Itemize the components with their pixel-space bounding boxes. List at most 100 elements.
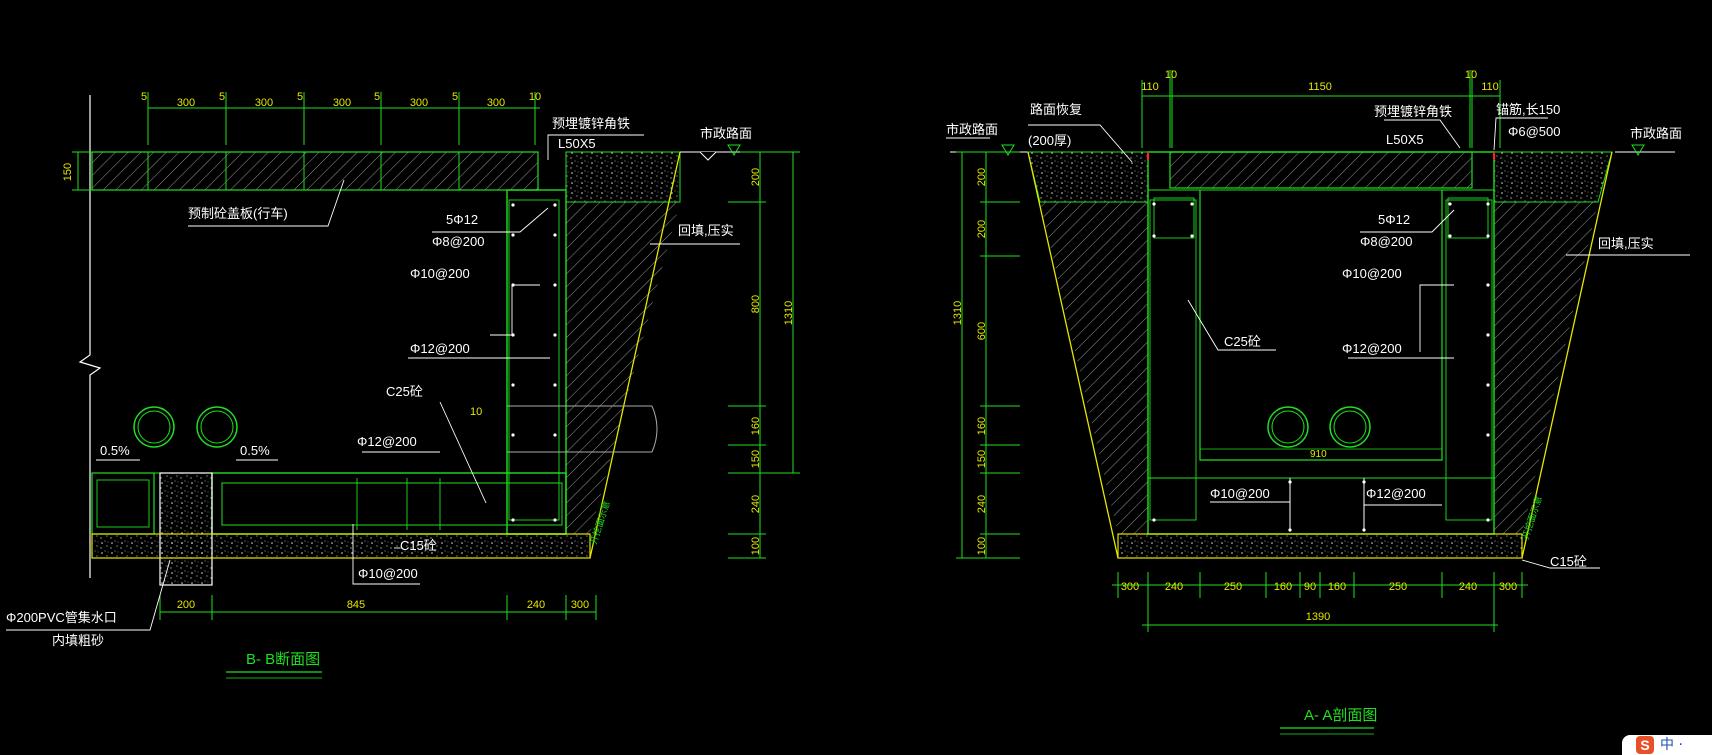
bb-drain-fill-label: 内填粗砂: [52, 633, 104, 648]
sogou-logo-icon: S: [1636, 736, 1654, 754]
bb-drain-label: Φ200PVC管集水口: [6, 610, 117, 625]
bb-right-dim: 240: [750, 495, 762, 513]
bb-total-dim: 1310: [783, 301, 795, 325]
aa-left-dim: 200: [976, 168, 988, 186]
aa-road-left-label: 市政路面: [946, 122, 998, 137]
bb-rebar-wall2-label: Φ12@200: [410, 341, 470, 356]
aa-angle-spec-label: L50X5: [1386, 132, 1424, 147]
bb-right-dim: 100: [750, 537, 762, 555]
backfill-zone: [566, 202, 680, 534]
aa-left-dim: 150: [976, 450, 988, 468]
aa-concrete-label: C25砼: [1224, 334, 1261, 349]
bb-right-dim: 200: [750, 168, 762, 186]
aa-rebar-b2-label: Φ12@200: [1366, 486, 1426, 501]
aa-bottom-dim: 300: [1121, 581, 1139, 593]
drain-box-left: [91, 472, 155, 535]
aa-rebar-b1-label: Φ10@200: [1210, 486, 1270, 501]
aa-title: A- A剖面图: [1304, 707, 1377, 724]
break-line: [78, 95, 102, 578]
bb-angle-spec-label: L50X5: [558, 136, 596, 151]
bb-backfill-label: 回填,压实: [678, 223, 734, 238]
aa-rebar-wall-label: Φ10@200: [1342, 266, 1402, 281]
ime-mode-label: 中 ·: [1660, 737, 1683, 753]
bb-top-dim: 300: [487, 97, 505, 109]
aa-inner-width: 910: [1310, 449, 1327, 460]
aa-left-dim: 240: [976, 495, 988, 513]
backfill-left: [1040, 202, 1148, 534]
pvc-drain-sand: [159, 472, 213, 586]
aa-rebar-top-label: 5Φ12: [1378, 212, 1410, 227]
bb-right-dim: 150: [750, 450, 762, 468]
aa-top-dim: 10: [1465, 69, 1477, 81]
aa-backfill-label: 回填,压实: [1598, 236, 1654, 251]
bb-bottom-dim: 300: [571, 599, 589, 611]
ime-indicator[interactable]: S 中 ·: [1622, 735, 1712, 755]
bb-top-dim: 10: [529, 91, 541, 103]
aa-top-dim: 10: [1165, 69, 1177, 81]
aa-left-dim: 100: [976, 537, 988, 555]
aa-anchor-label: 锚筋,长150: [1496, 102, 1560, 117]
bb-left-dim: 150: [62, 163, 74, 181]
aa-road-right-label: 市政路面: [1630, 126, 1682, 141]
bb-right-dim: 800: [750, 295, 762, 313]
pipe-circles: [133, 406, 238, 448]
bb-road-label: 市政路面: [700, 126, 752, 141]
bb-top-dim: 5: [452, 91, 458, 103]
aa-bottom-dim: 90: [1304, 581, 1316, 593]
bb-top-dim: 300: [333, 97, 351, 109]
aa-base-slab: [1117, 533, 1523, 559]
section-aa: 910 110 10 1150 10 110 200 200 600: [946, 69, 1690, 735]
aa-base-label: C15砼: [1550, 554, 1587, 569]
bb-title: B- B断面图: [246, 651, 320, 668]
aa-bottom-dim: 160: [1274, 581, 1292, 593]
bb-bottom-dim: 200: [177, 599, 195, 611]
bb-rebar-base-label: Φ10@200: [358, 566, 418, 581]
aa-left-dim: 160: [976, 417, 988, 435]
road-restore-right: [1493, 151, 1613, 203]
aa-pipe-circles: [1267, 406, 1371, 448]
aa-rebar-wall2-label: Φ12@200: [1342, 341, 1402, 356]
aa-bottom-dim: 240: [1165, 581, 1183, 593]
bb-slope-right: 0.5%: [240, 443, 270, 458]
bb-angle-steel-label: 预埋镀锌角铁: [552, 116, 630, 131]
road-pavement: [565, 151, 681, 203]
aa-bottom-dim: 300: [1499, 581, 1517, 593]
bb-concrete-label: C25砼: [386, 384, 423, 399]
aa-rebar-top2-label: Φ8@200: [1360, 234, 1413, 249]
bb-pipe-dim: 10: [470, 406, 482, 418]
bb-top-dim: 5: [141, 91, 147, 103]
aa-left-dim: 600: [976, 322, 988, 340]
bb-rebar-top-label: 5Φ12: [446, 212, 478, 227]
aa-restore-label: 路面恢复: [1030, 102, 1082, 117]
aa-total-dim: 1310: [952, 301, 964, 325]
aa-top-dim: 110: [1481, 81, 1499, 93]
aa-top-dim: 110: [1141, 81, 1159, 93]
backfill-right: [1494, 202, 1598, 534]
bb-top-dim: 5: [219, 91, 225, 103]
bb-top-dim: 300: [177, 97, 195, 109]
bb-right-dim: 160: [750, 417, 762, 435]
aa-restore-thk-label: (200厚): [1028, 133, 1071, 148]
bb-rebar-wall-label: Φ10@200: [410, 266, 470, 281]
aa-top-dim: 1150: [1308, 81, 1332, 93]
bb-top-dim: 300: [410, 97, 428, 109]
bb-top-dim: 300: [255, 97, 273, 109]
aa-cover-slab: [1169, 151, 1473, 189]
aa-bottom-dim: 250: [1224, 581, 1242, 593]
bb-bottom-dim: 845: [347, 599, 365, 611]
base-slab: [91, 533, 591, 559]
bb-cover-label: 预制砼盖板(行车): [188, 206, 288, 221]
bb-rebar-top2-label: Φ8@200: [432, 234, 485, 249]
aa-bottom-dim: 250: [1389, 581, 1407, 593]
bb-top-dim: 5: [297, 91, 303, 103]
bb-slope-left: 0.5%: [100, 443, 130, 458]
bb-base-label: C15砼: [400, 538, 437, 553]
aa-bottom-dim: 240: [1459, 581, 1477, 593]
cover-slab: [91, 151, 539, 191]
aa-left-dim: 200: [976, 220, 988, 238]
aa-bottom-total: 1390: [1306, 611, 1330, 623]
channel-wall: [506, 189, 567, 535]
aa-anchor-spec-label: Φ6@500: [1508, 124, 1561, 139]
section-bb: 5 300 5 300 5 300 5 300 5 300 10 150 200…: [6, 91, 800, 679]
